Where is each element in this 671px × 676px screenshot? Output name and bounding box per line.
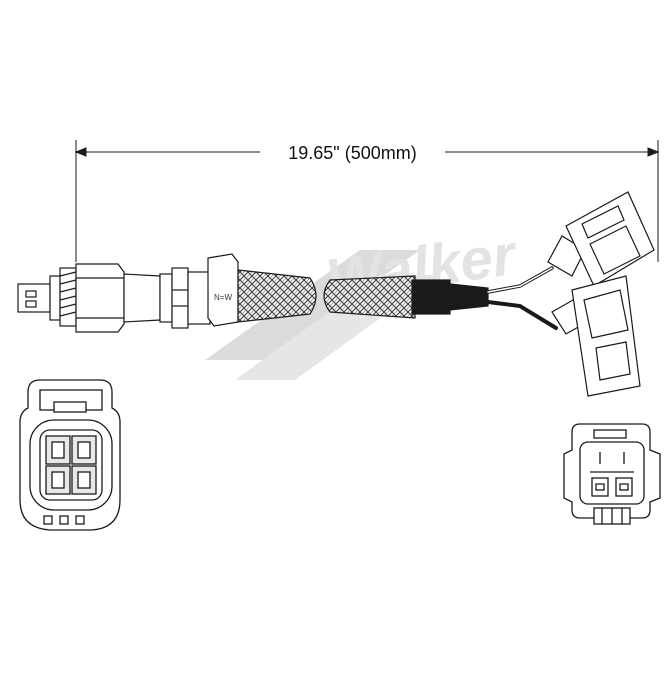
- lead-wires: [486, 266, 558, 330]
- connector-front-view-icon: [19, 379, 121, 531]
- upper-connector: [547, 191, 655, 287]
- lower-connector: [551, 275, 641, 397]
- dimension-label: 19.65" (500mm): [260, 141, 445, 165]
- svg-text:N=W: N=W: [214, 293, 232, 302]
- dimension-line: [74, 140, 660, 262]
- braided-sleeve-icon: [237, 269, 489, 323]
- oxygen-sensor-icon: N=W: [17, 253, 239, 333]
- harness-plug-end-view-icon: [563, 423, 661, 525]
